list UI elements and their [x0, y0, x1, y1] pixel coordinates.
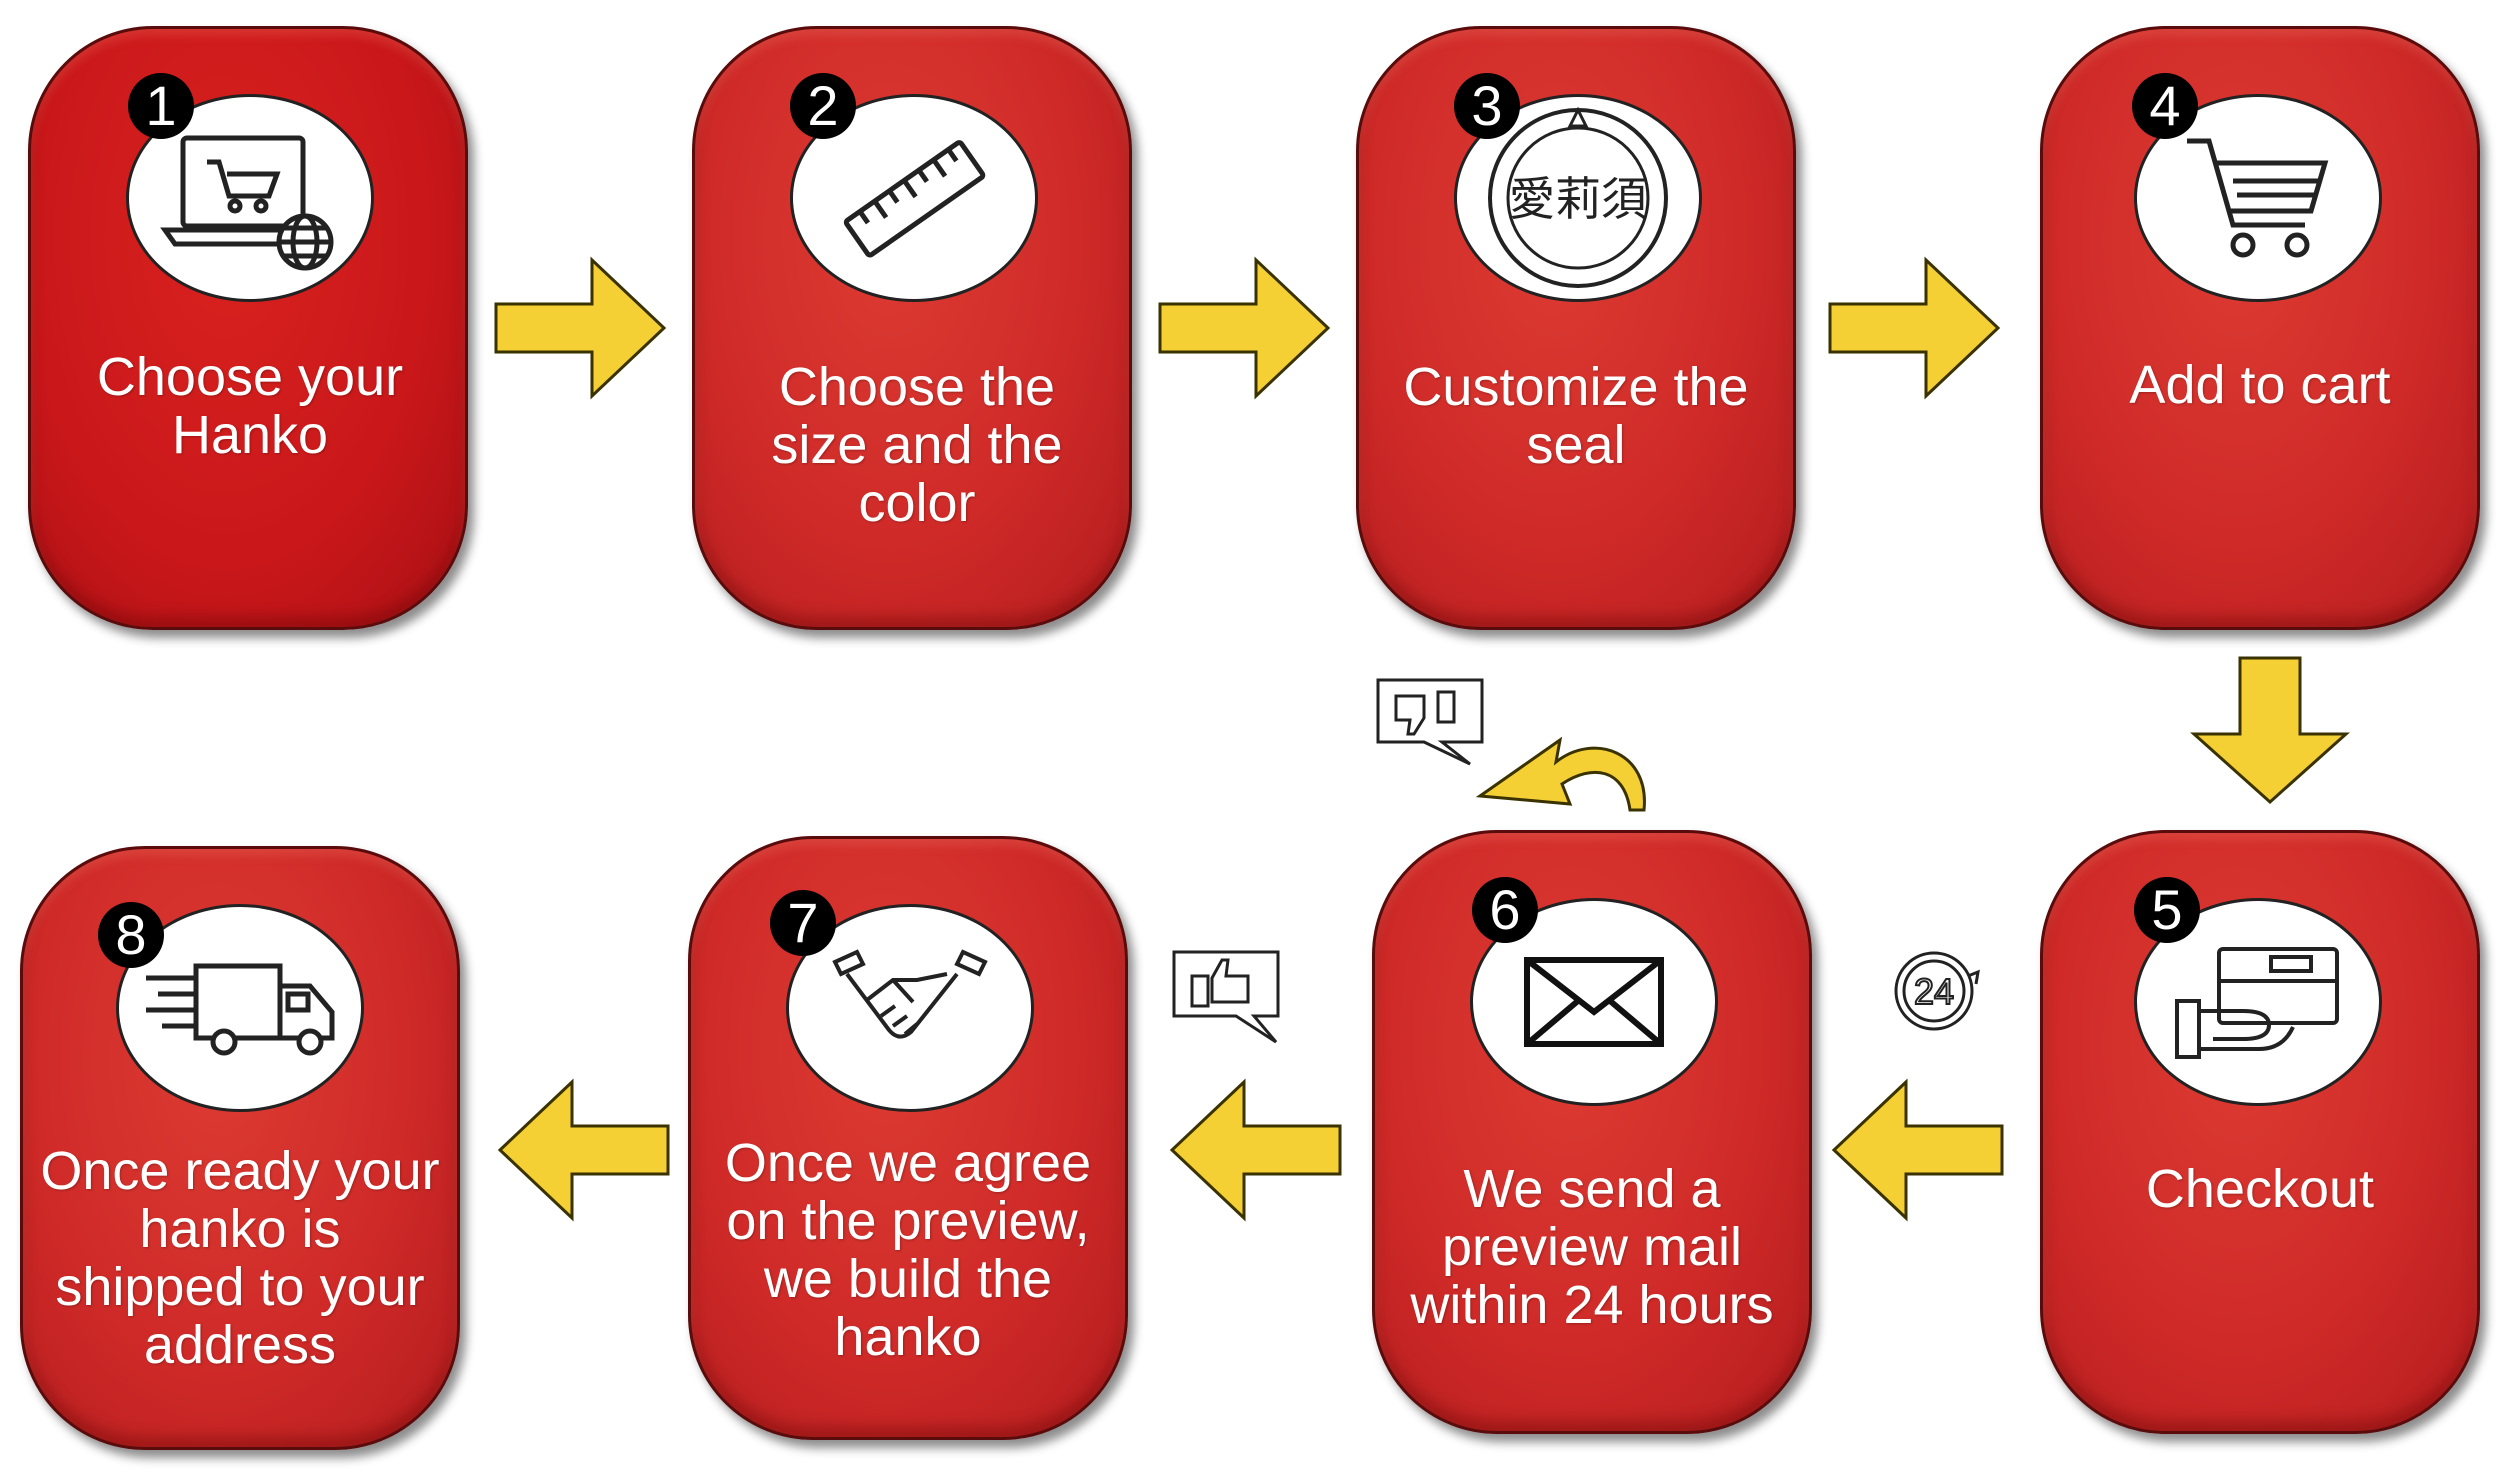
thumbs-down-bubble-icon	[1376, 678, 1484, 766]
24-hours-label: 24	[1914, 971, 1954, 1012]
arrow-curved-revision	[1475, 736, 1646, 812]
step-label-4: Add to cart	[2129, 355, 2391, 415]
step-label-1: Choose your Hanko	[96, 347, 404, 465]
arrow-right-1-2	[494, 256, 667, 400]
step-number-badge-6: 6	[1472, 877, 1538, 943]
card-payment-icon	[2175, 947, 2339, 1059]
step-label-2: Choose the size and the color	[771, 357, 1063, 533]
step-label-3: Customize the seal	[1403, 357, 1749, 475]
step-number-badge-4: 4	[2132, 73, 2198, 139]
shopping-cart-icon	[2187, 138, 2329, 258]
arrow-right-3-4	[1828, 256, 2001, 400]
step-number-badge-1: 1	[128, 73, 194, 139]
arrow-left-6-7	[1169, 1078, 1342, 1222]
arrow-down-4-5	[2190, 656, 2350, 805]
step-label-6: We send a preview mail within 24 hours	[1410, 1159, 1774, 1335]
handshake-icon	[832, 949, 988, 1039]
arrow-left-5-6	[1831, 1078, 2004, 1222]
delivery-truck-icon	[146, 963, 335, 1056]
step-number-badge-7: 7	[770, 890, 836, 956]
step-number-badge-8: 8	[98, 902, 164, 968]
24-hours-icon: 24	[1894, 951, 1980, 1031]
ruler-icon	[843, 140, 986, 258]
laptop-cart-globe-icon	[160, 135, 334, 271]
envelope-icon	[1524, 957, 1664, 1047]
step-label-7: Once we agree on the preview, we build t…	[724, 1133, 1092, 1367]
seal-stamp-icon: 愛莉須	[1488, 106, 1668, 288]
seal-characters: 愛莉須	[1509, 172, 1647, 226]
arrow-right-2-3	[1158, 256, 1331, 400]
thumbs-up-bubble-icon	[1172, 950, 1280, 1044]
step-label-5: Checkout	[2145, 1159, 2375, 1219]
step-number-badge-5: 5	[2134, 877, 2200, 943]
step-number-badge-2: 2	[790, 73, 856, 139]
step-label-8: Once ready your hanko is shipped to your…	[40, 1141, 440, 1375]
step-number-badge-3: 3	[1454, 73, 1520, 139]
arrow-left-7-8	[497, 1078, 670, 1222]
